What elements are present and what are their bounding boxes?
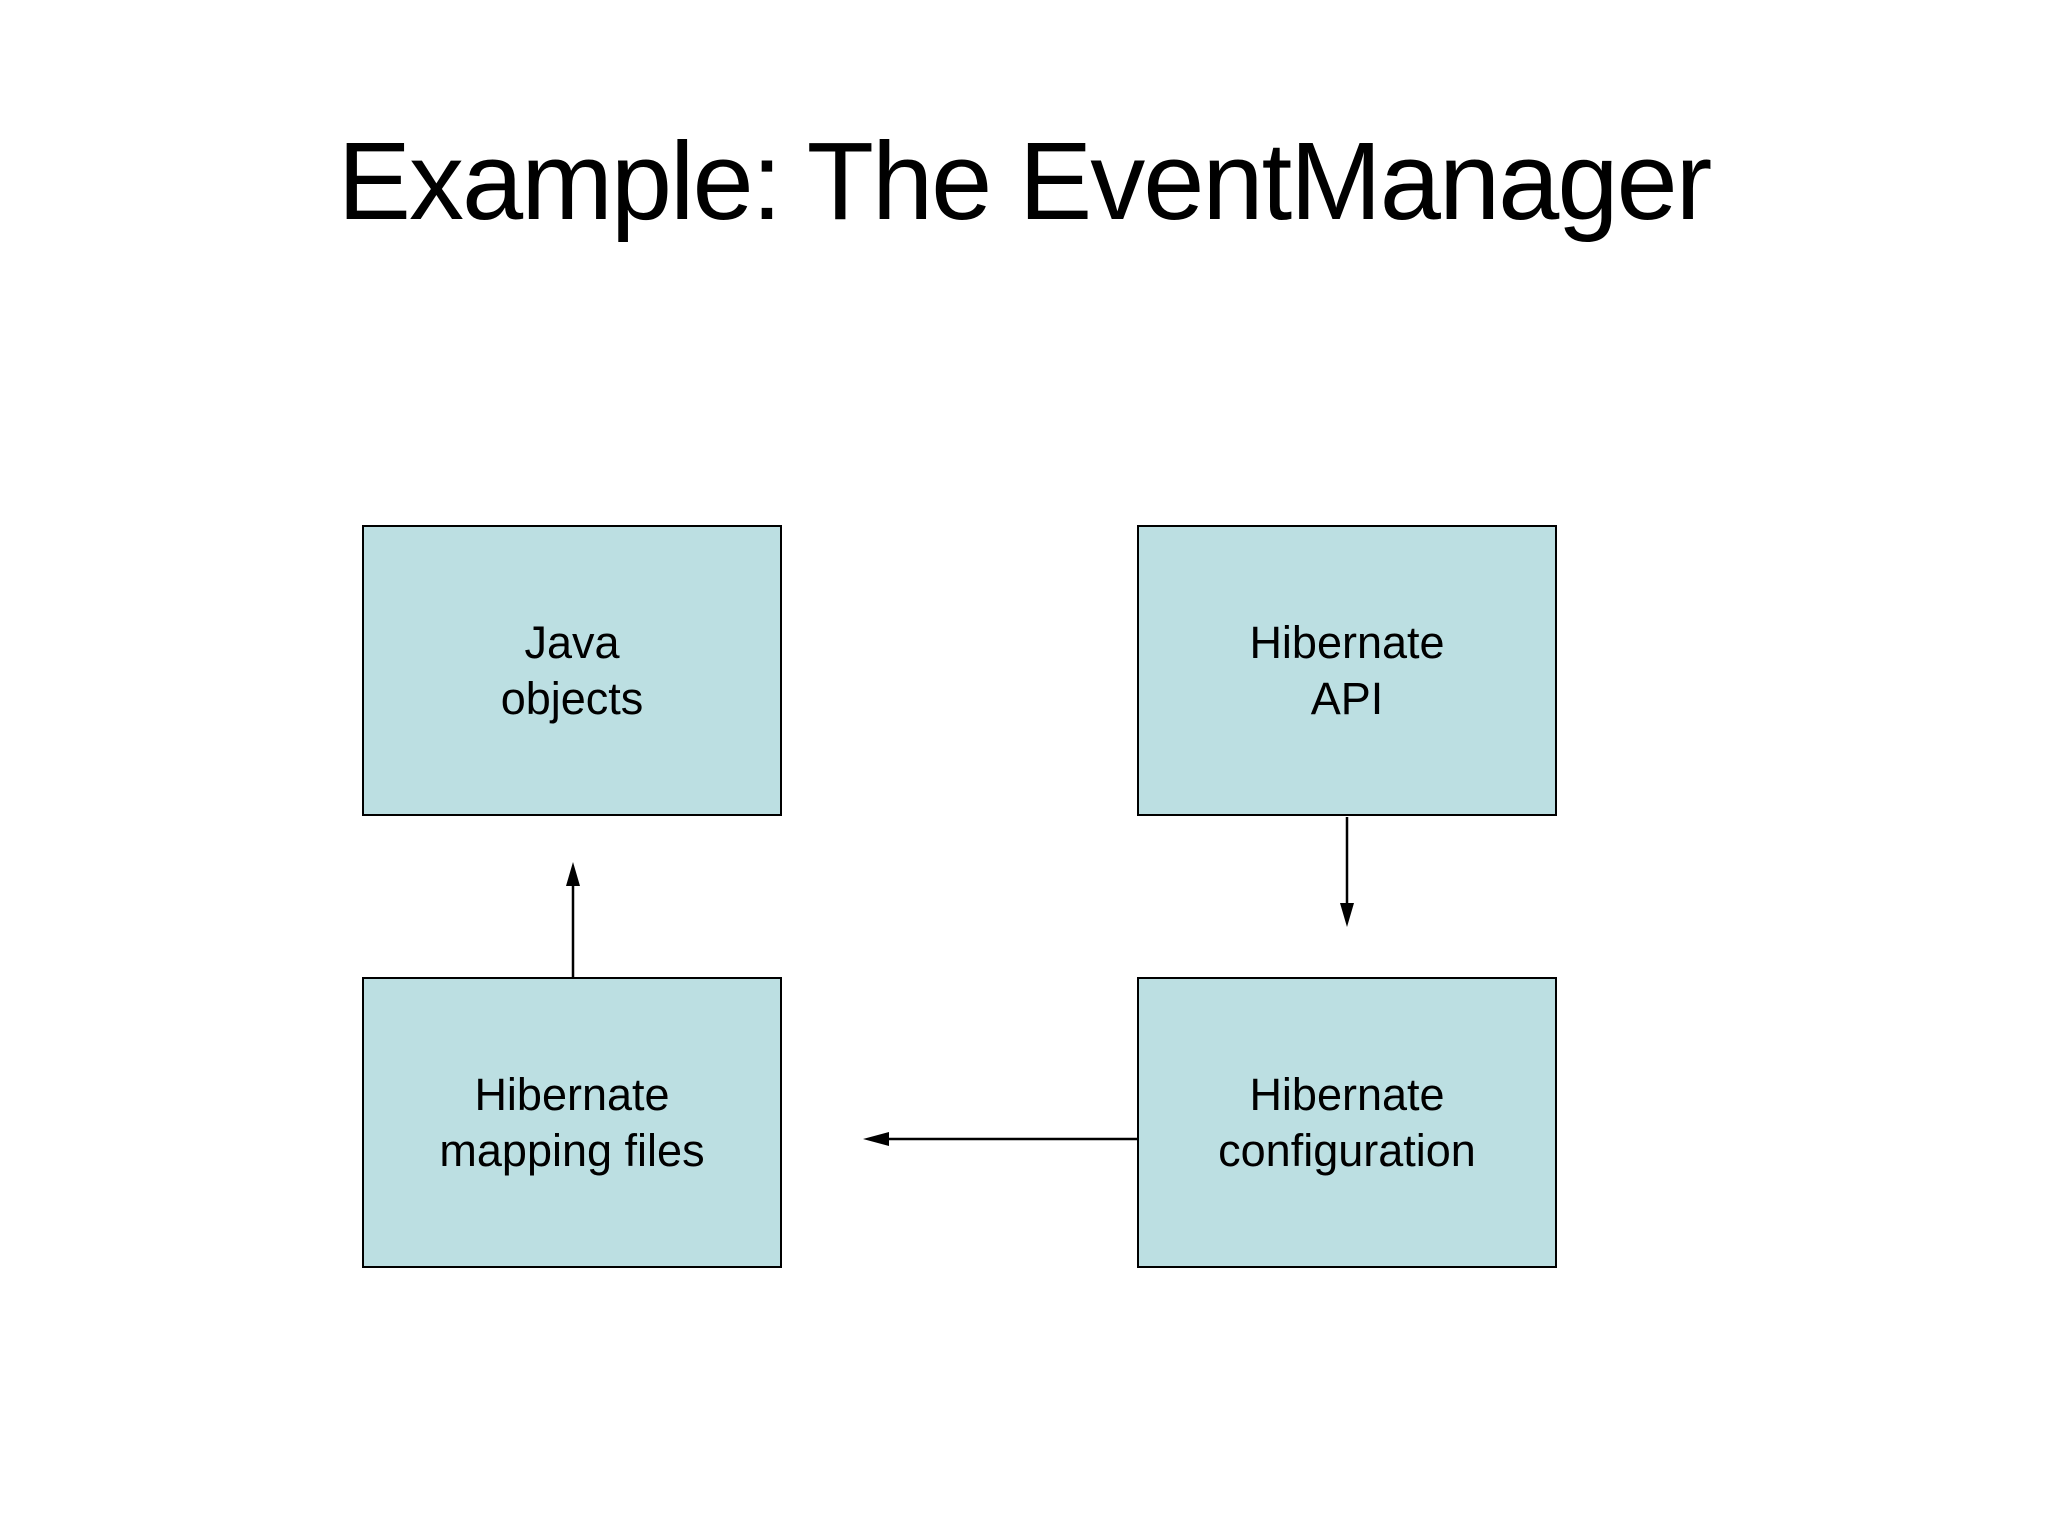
- box-java-objects: Java objects: [362, 525, 782, 816]
- box-hibernate-configuration-line2: configuration: [1218, 1124, 1476, 1176]
- arrow-configuration-to-mapping: [863, 1132, 1137, 1146]
- box-hibernate-mapping-files-line2: mapping files: [439, 1124, 705, 1176]
- arrow-mapping-to-java-objects: [566, 862, 580, 977]
- box-hibernate-mapping-files-line1: Hibernate: [474, 1068, 670, 1120]
- slide-title: Example: The EventManager: [337, 120, 1713, 243]
- box-java-objects-line2: objects: [500, 672, 644, 724]
- box-hibernate-configuration: Hibernate configuration: [1137, 977, 1557, 1268]
- box-hibernate-configuration-line1: Hibernate: [1249, 1068, 1445, 1120]
- box-hibernate-api-line1: Hibernate: [1249, 616, 1445, 668]
- box-hibernate-api: Hibernate API: [1137, 525, 1557, 816]
- box-hibernate-api-line2: API: [1310, 672, 1384, 724]
- box-java-objects-line1: Java: [524, 616, 620, 668]
- arrow-api-to-configuration: [1340, 817, 1354, 927]
- box-hibernate-mapping-files: Hibernate mapping files: [362, 977, 782, 1268]
